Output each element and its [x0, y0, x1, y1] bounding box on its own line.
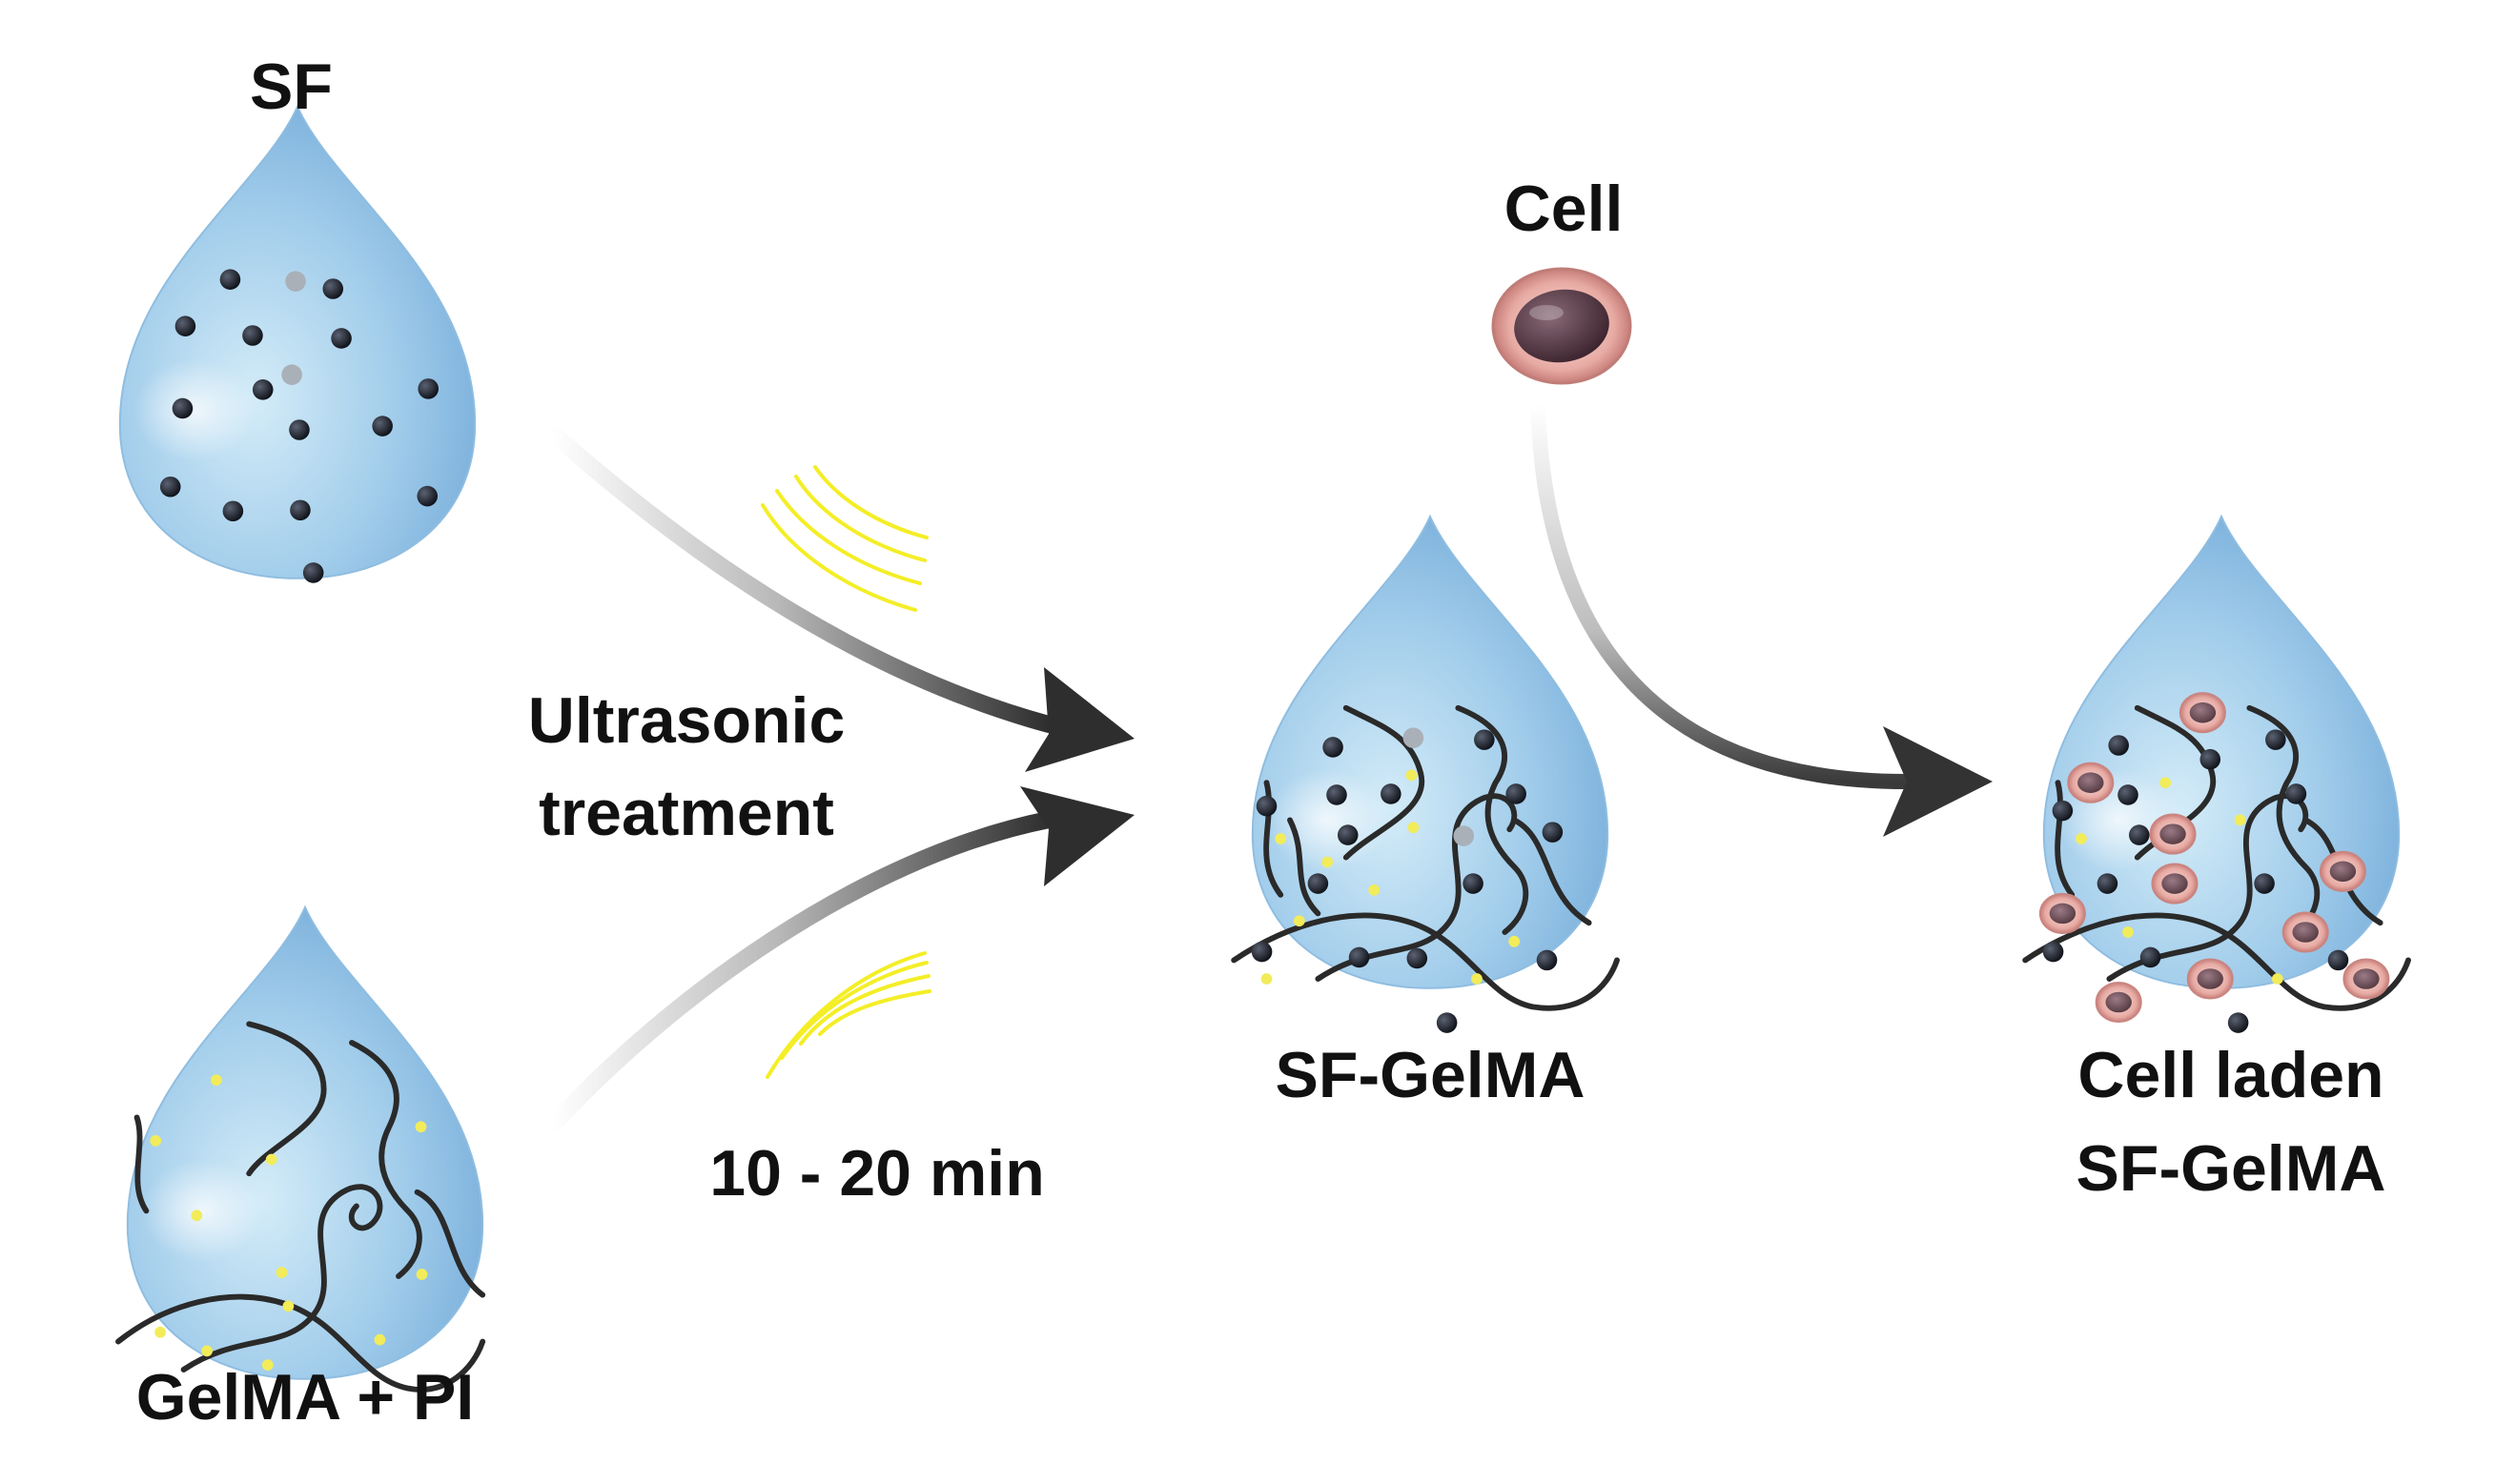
ultrasound-waves-top: [761, 465, 929, 612]
sf-droplet: [118, 105, 477, 583]
arrow-cell-to-laden: [1530, 397, 1993, 837]
label-cell: Cell: [1503, 173, 1624, 245]
label-cell-laden-sf-gelma: SF-GelMA: [2076, 1132, 2386, 1205]
label-sf: SF: [250, 51, 333, 123]
gelma-pi-droplet: [115, 905, 486, 1393]
label-duration: 10 - 20 min: [709, 1137, 1045, 1210]
label-treatment: treatment: [539, 777, 834, 849]
arrow-gelma-to-mix: [544, 786, 1135, 1133]
ultrasound-waves-bottom: [766, 951, 931, 1079]
cell-laden-sf-gelma-droplet: [2022, 515, 2411, 1033]
label-cell-laden: Cell laden: [2077, 1039, 2384, 1111]
label-gelma-pi: GelMA + PI: [135, 1361, 475, 1433]
cell-illustration: [1491, 267, 1632, 385]
label-sf-gelma: SF-GelMA: [1275, 1039, 1585, 1111]
arrow-sf-to-mix: [544, 425, 1135, 772]
sf-gelma-droplet: [1231, 515, 1620, 1033]
label-ultrasonic: Ultrasonic: [527, 684, 846, 757]
